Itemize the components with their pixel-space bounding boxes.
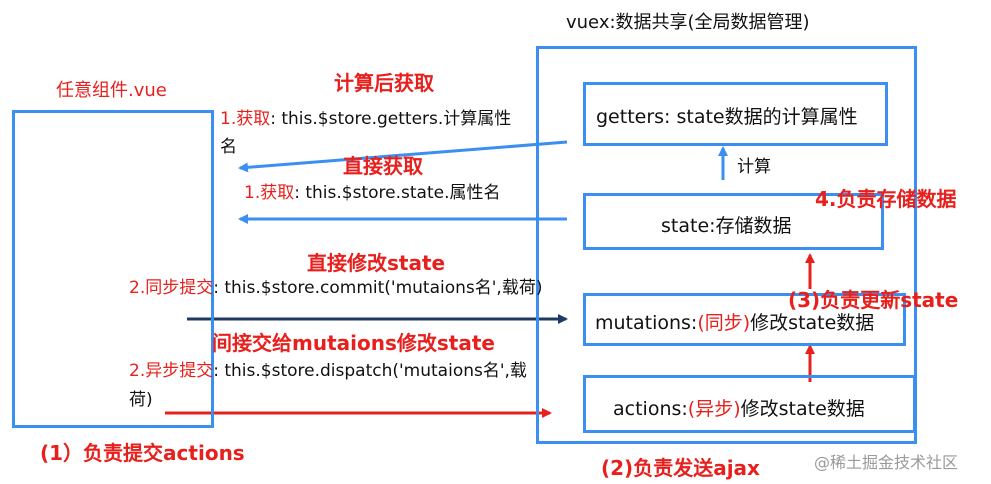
getters-box — [583, 82, 888, 146]
heading-compute: 计算后获取 — [334, 71, 434, 95]
mutations-prefix: mutations: — [595, 312, 698, 334]
line-dispatch: 2.异步提交: this.$store.dispatch('mutaions名'… — [129, 356, 527, 381]
actions-suffix: 修改state数据 — [740, 398, 865, 420]
heading-direct: 直接获取 — [343, 154, 423, 178]
line-state-tag: 1.获取 — [244, 183, 295, 203]
arrow-getters-to-component — [238, 140, 568, 173]
label-actions: (1）负责提交actions — [40, 441, 245, 465]
line-commit: 2.同步提交: this.$store.commit('mutaions名',载… — [129, 273, 542, 298]
label-ajax: (2)负责发送ajax — [601, 456, 760, 480]
actions-box-label: actions:(异步)修改state数据 — [613, 394, 865, 421]
watermark: @稀土掘金技术社区 — [814, 453, 959, 472]
line-commit-tag: 2.同步提交 — [129, 278, 214, 298]
vuex-box — [536, 46, 917, 444]
heading-indirect: 间接交给mutaions修改state — [212, 331, 495, 355]
state-box-label: state:存储数据 — [661, 215, 792, 237]
line-state-text: : this.$store.state.属性名 — [294, 183, 501, 203]
component-title: 任意组件.vue — [56, 80, 167, 101]
label-update: (3)负责更新state — [788, 288, 959, 312]
mutations-tag: (同步) — [697, 312, 751, 334]
state-box — [583, 193, 884, 250]
line-getters: 1.获取: this.$store.getters.计算属性 — [220, 104, 511, 129]
actions-prefix: actions: — [613, 398, 688, 420]
vuex-title: vuex:数据共享(全局数据管理) — [566, 12, 810, 33]
line-getters-tag: 1.获取 — [220, 109, 271, 129]
mutations-suffix: 修改state数据 — [750, 312, 875, 334]
mutations-box-label: mutations:(同步)修改state数据 — [595, 308, 874, 335]
mutations-box — [583, 293, 906, 346]
actions-tag: (异步) — [687, 398, 741, 420]
getters-box-label: getters: state数据的计算属性 — [596, 106, 858, 128]
line-getters-wrap: 名 — [220, 137, 237, 157]
label-compute: 计算 — [737, 157, 771, 177]
component-box — [12, 110, 214, 428]
line-commit-text: : this.$store.commit('mutaions名',载荷) — [213, 278, 543, 298]
line-dispatch-wrap: 荷) — [129, 390, 153, 410]
line-dispatch-tag: 2.异步提交 — [129, 361, 214, 381]
actions-box — [583, 375, 916, 433]
line-getters-text: : this.$store.getters.计算属性 — [270, 109, 512, 129]
heading-modify: 直接修改state — [307, 251, 446, 275]
label-store: 4.负责存储数据 — [815, 187, 957, 211]
line-dispatch-text: : this.$store.dispatch('mutaions名',载 — [213, 361, 527, 381]
line-state: 1.获取: this.$store.state.属性名 — [244, 178, 500, 203]
